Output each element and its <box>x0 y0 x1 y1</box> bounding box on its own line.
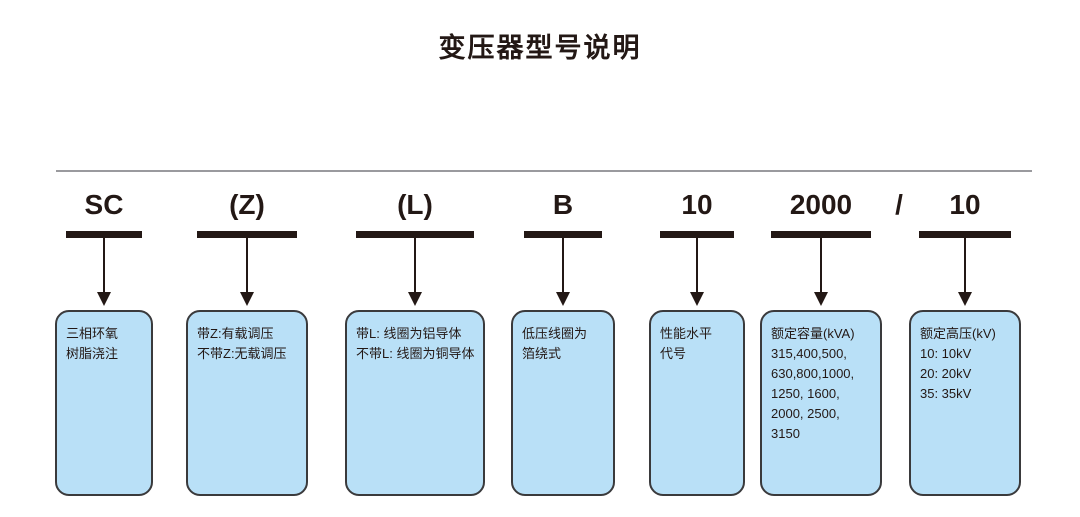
description-line: 不带L: 线圈为铜导体 <box>356 346 475 361</box>
description-line: 额定容量(kVA) <box>771 326 855 341</box>
segment-code: B <box>552 189 574 220</box>
segment-underline <box>919 231 1011 238</box>
description-line: 10: 10kV <box>920 346 972 361</box>
segment-description-box: 三相环氧树脂浇注 <box>55 310 153 496</box>
arrow-head <box>97 292 111 306</box>
description-line: 35: 35kV <box>920 386 972 401</box>
segment-description-box: 带L: 线圈为铝导体不带L: 线圈为铜导体 <box>345 310 485 496</box>
description-line: 2000, 2500, <box>771 406 840 421</box>
down-arrow-icon <box>97 238 111 306</box>
down-arrow-icon <box>958 238 972 306</box>
down-arrow-icon <box>240 238 254 306</box>
arrow-stem <box>964 238 966 294</box>
segment-description-box: 性能水平代号 <box>649 310 745 496</box>
description-line: 不带Z:无载调压 <box>197 346 287 361</box>
segment-underline <box>66 231 142 238</box>
arrow-head <box>814 292 828 306</box>
description-line: 1250, 1600, <box>771 386 840 401</box>
segment-description-box: 低压线圈为箔绕式 <box>511 310 615 496</box>
description-line: 箔绕式 <box>522 346 562 361</box>
description-line: 代号 <box>660 346 687 361</box>
arrow-stem <box>696 238 698 294</box>
description-line: 带L: 线圈为铝导体 <box>356 326 462 341</box>
description-line: 额定高压(kV) <box>920 326 996 341</box>
arrow-stem <box>246 238 248 294</box>
segment-code: 10 <box>949 189 981 220</box>
arrow-stem <box>562 238 564 294</box>
down-arrow-icon <box>408 238 422 306</box>
segment-code: (L) <box>397 189 433 220</box>
horizontal-rule <box>56 170 1032 172</box>
segment-code: 2000 <box>789 189 853 220</box>
slash-separator: / <box>895 189 903 220</box>
page-title: 变压器型号说明 <box>438 33 642 63</box>
arrow-head <box>690 292 704 306</box>
arrow-head <box>408 292 422 306</box>
segment-underline <box>524 231 602 238</box>
segment-code: (Z) <box>229 189 265 220</box>
arrow-stem <box>103 238 105 294</box>
segment-description-box: 额定容量(kVA) 315,400,500, 630,800,1000, 1250, … <box>760 310 882 496</box>
arrow-head <box>556 292 570 306</box>
segment-description-box: 额定高压(kV) 10: 10kV 20: 20kV 35: 35kV <box>909 310 1021 496</box>
segment-underline <box>197 231 297 238</box>
description-line: 树脂浇注 <box>66 346 119 361</box>
description-line: 20: 20kV <box>920 366 972 381</box>
description-line: 性能水平 <box>660 326 713 341</box>
segment-code: 10 <box>681 189 713 220</box>
arrow-stem <box>820 238 822 294</box>
down-arrow-icon <box>556 238 570 306</box>
segment-underline <box>660 231 734 238</box>
segment-description-box: 带Z:有载调压不带Z:无载调压 <box>186 310 308 496</box>
description-line: 630,800,1000, <box>771 366 855 381</box>
down-arrow-icon <box>690 238 704 306</box>
arrow-stem <box>414 238 416 294</box>
down-arrow-icon <box>814 238 828 306</box>
description-line: 低压线圈为 <box>522 326 588 341</box>
arrow-head <box>240 292 254 306</box>
arrow-head <box>958 292 972 306</box>
description-line: 三相环氧 <box>66 326 119 341</box>
segment-code: SC <box>84 189 124 220</box>
description-line: 3150 <box>771 426 800 441</box>
description-line: 315,400,500, <box>771 346 847 361</box>
segment-underline <box>356 231 474 238</box>
segment-underline <box>771 231 871 238</box>
description-line: 带Z:有载调压 <box>197 326 274 341</box>
